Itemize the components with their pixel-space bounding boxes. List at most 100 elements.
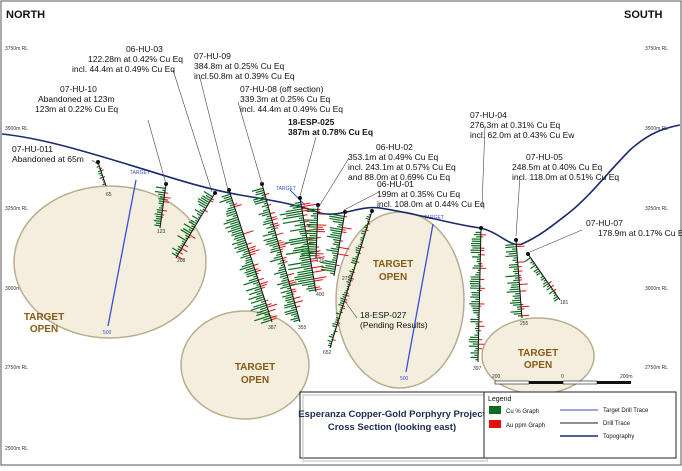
- au-graph-bar: [521, 306, 529, 307]
- au-graph-bar: [162, 210, 166, 211]
- title-box: Esperanza Copper-Gold Porphyry Project C…: [298, 392, 487, 461]
- cu-graph-bar: [506, 251, 517, 252]
- cu-graph-bar: [510, 289, 520, 290]
- target-zone-center: [336, 212, 464, 388]
- depth-07-hu-05: 255: [520, 321, 529, 327]
- cu-graph-bar: [157, 210, 163, 211]
- rl-left-3250: 3250m RL: [5, 206, 28, 212]
- depth-18-esp-025: 400: [316, 292, 325, 298]
- depth-07-hu-09: 387: [268, 325, 277, 331]
- depth-06-hu-01: 275: [342, 276, 351, 282]
- depth-06-hu-03: 208: [177, 258, 186, 264]
- depth-07-hu-10: 123: [157, 229, 166, 235]
- target-trace-depth-1: 500: [103, 330, 112, 336]
- cu-graph-bar: [511, 311, 522, 312]
- rl-right-3000: 3000m RL: [645, 286, 668, 292]
- collar-marker: [316, 203, 320, 207]
- legend-au-label: Au ppm Graph: [506, 423, 545, 429]
- scale-label-200-left: 200: [492, 374, 501, 380]
- cu-graph-bar: [511, 285, 519, 286]
- legend-topography-label: Topography: [603, 434, 634, 440]
- legend-cu-swatch: [489, 406, 501, 414]
- target-open-1-line2: OPEN: [30, 324, 58, 335]
- cu-graph-bar: [505, 244, 516, 245]
- project-title: Esperanza Copper-Gold Porphyry Project: [298, 409, 486, 420]
- cu-graph-bar: [512, 300, 521, 301]
- cu-graph-bar: [513, 296, 521, 297]
- cu-graph-bar: [302, 255, 316, 256]
- cu-graph-bar: [514, 314, 522, 315]
- cu-graph-bar: [301, 251, 316, 252]
- cu-graph-bar: [159, 203, 164, 204]
- depth-07-hu-011: 65: [106, 192, 112, 198]
- target-open-4-line1: TARGET: [518, 348, 558, 359]
- cu-graph-bar: [302, 235, 307, 236]
- collar-marker: [370, 209, 374, 213]
- cu-graph-bar: [157, 212, 162, 213]
- target-open-3-line2: OPEN: [379, 272, 407, 283]
- cu-graph-bar: [332, 260, 337, 261]
- cu-graph-bar: [304, 220, 317, 221]
- rl-right-3250: 3250m RL: [645, 206, 668, 212]
- legend: Legend Cu % Graph Au ppm Graph Target Dr…: [484, 392, 676, 458]
- cu-graph-bar: [159, 201, 164, 202]
- north-label: NORTH: [6, 9, 45, 21]
- cu-graph-bar: [299, 218, 303, 219]
- au-graph-bar: [336, 265, 340, 266]
- cu-graph-bar: [333, 258, 337, 259]
- target-open-1-line1: TARGET: [24, 312, 64, 323]
- cu-graph-bar: [509, 267, 518, 268]
- cu-graph-bar: [154, 225, 160, 226]
- au-graph-bar: [518, 262, 526, 263]
- cu-graph-bar: [509, 265, 518, 266]
- cu-graph-bar: [330, 273, 334, 274]
- cu-graph-bar: [510, 302, 521, 303]
- rl-right-3750: 3750m RL: [645, 46, 668, 52]
- cu-graph-bar: [338, 225, 342, 226]
- cu-graph-bar: [156, 223, 160, 224]
- au-graph-bar: [519, 284, 527, 285]
- target-open-2-line2: OPEN: [241, 375, 269, 386]
- rl-right-2750: 2750m RL: [645, 365, 668, 371]
- depth-06-hu-02: 126: [316, 258, 325, 264]
- target-open-2-line1: TARGET: [235, 362, 275, 373]
- section-subtitle: Cross Section (looking east): [328, 422, 456, 433]
- collar-marker: [343, 210, 347, 214]
- scale-label-0: 0: [561, 374, 564, 380]
- cu-graph-bar: [509, 253, 517, 254]
- depth-07-hu-08: 355: [298, 325, 307, 331]
- target-open-3-line1: TARGET: [373, 259, 413, 270]
- cu-graph-bar: [300, 222, 304, 223]
- collar-marker: [479, 226, 483, 230]
- target-trace-label-3: TARGET: [276, 186, 296, 192]
- depth-18-esp-027: 652: [323, 350, 332, 356]
- rl-left-3750: 3750m RL: [5, 46, 28, 52]
- collar-marker: [514, 238, 518, 242]
- cu-graph-bar: [300, 226, 304, 227]
- collar-marker: [213, 191, 217, 195]
- legend-drill-trace-label: Drill Trace: [603, 421, 631, 427]
- legend-cu-label: Cu % Graph: [506, 409, 539, 415]
- cu-graph-bar: [513, 305, 521, 306]
- au-graph-bar: [522, 315, 529, 316]
- cu-graph-bar: [303, 240, 317, 241]
- legend-target-trace-label: Target Drill Trace: [603, 408, 649, 414]
- legend-au-swatch: [489, 420, 501, 428]
- depth-07-hu-07: 181: [560, 300, 569, 306]
- collar-marker: [298, 196, 302, 200]
- depth-07-hu-04: 397: [473, 366, 482, 372]
- target-open-4-line2: OPEN: [524, 360, 552, 371]
- target-trace-depth-2: 500: [400, 376, 409, 382]
- cu-graph-bar: [156, 218, 161, 219]
- cu-graph-bar: [158, 199, 163, 200]
- au-graph-bar: [342, 230, 346, 231]
- au-graph-bar: [517, 246, 525, 247]
- au-graph-bar: [164, 199, 168, 200]
- cu-graph-bar: [156, 216, 162, 217]
- cu-graph-bar: [301, 246, 316, 247]
- south-label: SOUTH: [624, 9, 663, 21]
- cu-graph-bar: [159, 208, 163, 209]
- collar-marker: [526, 252, 530, 256]
